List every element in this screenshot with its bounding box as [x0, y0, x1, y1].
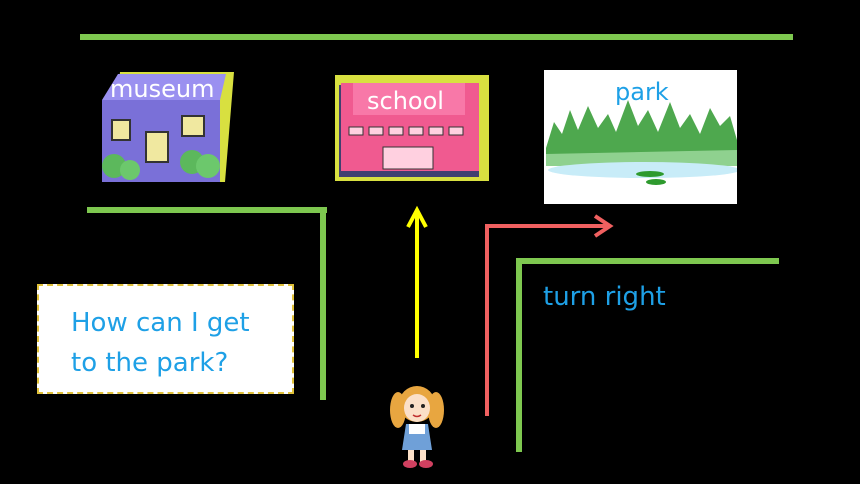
park-illustration [546, 100, 740, 185]
road-left-vertical [320, 207, 326, 400]
school-label: school [367, 87, 444, 115]
up-arrow [406, 205, 428, 358]
road-left-horizontal [87, 207, 327, 213]
road-right-horizontal [516, 258, 779, 264]
girl-character [388, 380, 446, 470]
museum-card[interactable]: museum [100, 70, 237, 185]
question-box: How can I get to the park? [37, 284, 294, 394]
museum-label: museum [110, 75, 215, 103]
road-right-vertical [516, 258, 522, 452]
turn-right-arrow [485, 214, 614, 416]
park-card[interactable]: park [544, 70, 740, 204]
girl-icon [390, 386, 444, 468]
direction-label: turn right [543, 282, 666, 312]
museum-illustration [102, 72, 234, 182]
school-illustration [335, 75, 489, 181]
road-top [80, 34, 793, 40]
question-line-1: How can I get [71, 308, 250, 338]
school-card[interactable]: school [333, 73, 491, 183]
park-label: park [615, 78, 669, 106]
question-line-2: to the park? [71, 348, 229, 378]
